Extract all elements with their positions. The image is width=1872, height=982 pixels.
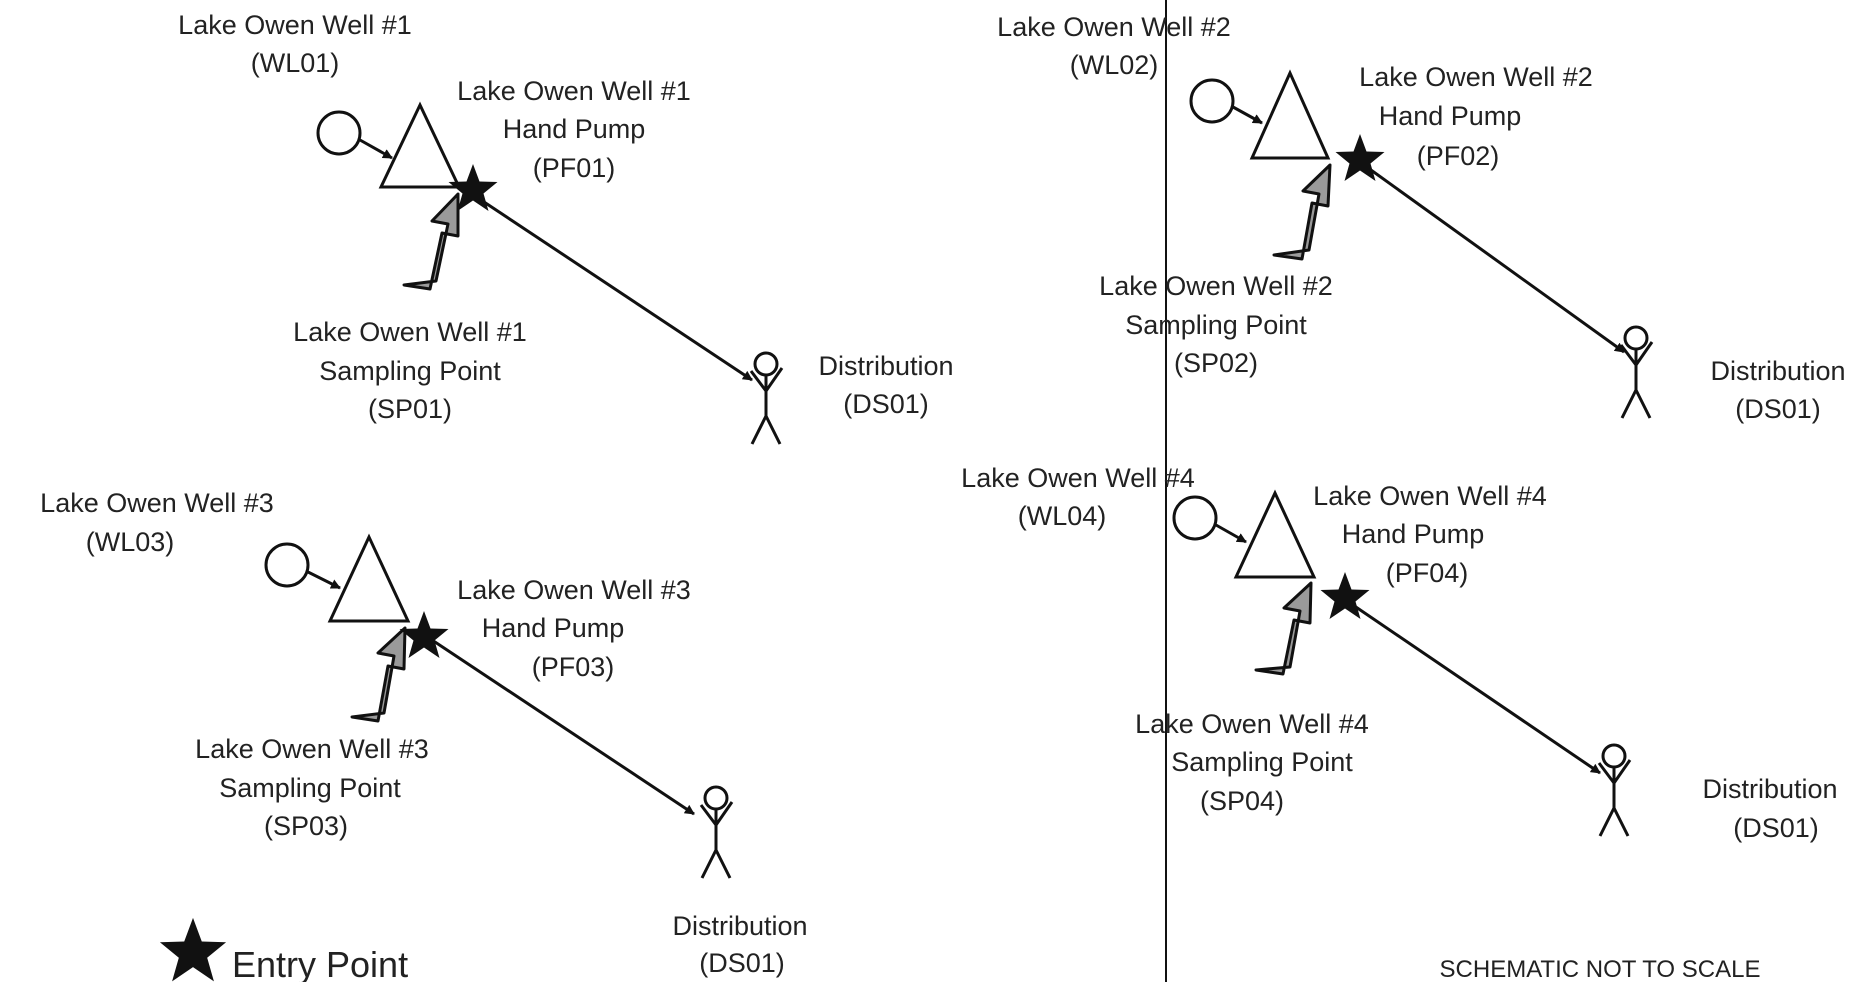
system-well-4: Lake Owen Well #4 (WL04) Lake Owen Well … xyxy=(961,463,1837,843)
well-to-pump-arrow xyxy=(307,570,341,590)
sampling-arrow-icon xyxy=(1254,581,1313,676)
system-well-1: Lake Owen Well #1 (WL01) Lake Owen Well … xyxy=(178,10,954,446)
triangle-pump-icon xyxy=(1249,69,1331,160)
legend: Entry Point xyxy=(159,917,408,982)
distribution-4-label: Distribution xyxy=(1702,774,1837,804)
pump-3-type: Hand Pump xyxy=(482,613,625,643)
triangle-pump-icon xyxy=(327,533,411,623)
legend-label: Entry Point xyxy=(232,944,408,982)
distribution-4-id: (DS01) xyxy=(1733,813,1819,843)
circle-well-icon xyxy=(264,542,310,588)
pump-4-type: Hand Pump xyxy=(1342,519,1485,549)
well-1-id: (WL01) xyxy=(251,48,340,78)
star-icon xyxy=(159,917,227,982)
well-3-label: Lake Owen Well #3 xyxy=(40,488,274,518)
pump-2-label: Lake Owen Well #2 xyxy=(1359,62,1593,92)
stick-figure-icon xyxy=(1619,325,1654,420)
well-4-label: Lake Owen Well #4 xyxy=(961,463,1195,493)
circle-well-icon xyxy=(1189,78,1235,124)
circle-well-icon xyxy=(316,110,362,156)
well-4-id: (WL04) xyxy=(1018,501,1107,531)
scale-note: SCHEMATIC NOT TO SCALE xyxy=(1440,956,1761,982)
triangle-pump-icon xyxy=(378,101,462,189)
stick-figure-icon xyxy=(749,351,784,446)
sampling-3-id: (SP03) xyxy=(264,811,348,841)
distribution-2-label: Distribution xyxy=(1710,356,1845,386)
pump-to-distribution-arrow xyxy=(1349,601,1601,775)
sampling-2-type: Sampling Point xyxy=(1125,310,1307,340)
sampling-1-label: Lake Owen Well #1 xyxy=(293,317,527,347)
distribution-2-id: (DS01) xyxy=(1735,394,1821,424)
pump-2-type: Hand Pump xyxy=(1379,101,1522,131)
system-well-2: Lake Owen Well #2 (WL02) Lake Owen Well … xyxy=(997,12,1845,424)
pump-4-label: Lake Owen Well #4 xyxy=(1313,481,1547,511)
distribution-1-id: (DS01) xyxy=(843,389,929,419)
well-to-pump-arrow xyxy=(359,138,393,160)
sampling-3-type: Sampling Point xyxy=(219,773,401,803)
sampling-4-label: Lake Owen Well #4 xyxy=(1135,709,1369,739)
circle-well-icon xyxy=(1172,495,1218,541)
pump-1-id: (PF01) xyxy=(533,153,616,183)
sampling-3-label: Lake Owen Well #3 xyxy=(195,734,429,764)
pump-to-distribution-arrow xyxy=(1363,163,1625,354)
stick-figure-icon xyxy=(699,785,734,880)
distribution-3-label: Distribution xyxy=(672,911,807,941)
sampling-1-id: (SP01) xyxy=(368,394,452,424)
pump-1-type: Hand Pump xyxy=(503,114,646,144)
pump-to-distribution-arrow xyxy=(431,638,695,816)
sampling-4-id: (SP04) xyxy=(1200,786,1284,816)
pump-2-id: (PF02) xyxy=(1417,141,1500,171)
sampling-2-label: Lake Owen Well #2 xyxy=(1099,271,1333,301)
stick-figure-icon xyxy=(1597,743,1632,838)
pump-1-label: Lake Owen Well #1 xyxy=(457,76,691,106)
sampling-2-id: (SP02) xyxy=(1174,348,1258,378)
well-to-pump-arrow xyxy=(1215,523,1247,544)
sampling-arrow-icon xyxy=(402,192,460,291)
distribution-3-id: (DS01) xyxy=(699,948,785,978)
well-2-id: (WL02) xyxy=(1070,50,1159,80)
sampling-arrow-icon xyxy=(1272,163,1332,261)
well-to-pump-arrow xyxy=(1232,105,1263,125)
distribution-1-label: Distribution xyxy=(818,351,953,381)
well-1-label: Lake Owen Well #1 xyxy=(178,10,412,40)
sampling-1-type: Sampling Point xyxy=(319,356,501,386)
system-well-3: Lake Owen Well #3 (WL03) Lake Owen Well … xyxy=(40,488,807,978)
well-2-label: Lake Owen Well #2 xyxy=(997,12,1231,42)
pump-4-id: (PF04) xyxy=(1386,558,1469,588)
pump-to-distribution-arrow xyxy=(474,194,753,382)
pump-3-label: Lake Owen Well #3 xyxy=(457,575,691,605)
triangle-pump-icon xyxy=(1233,489,1317,579)
pump-3-id: (PF03) xyxy=(532,652,615,682)
well-3-id: (WL03) xyxy=(86,527,175,557)
sampling-arrow-icon xyxy=(350,626,407,723)
sampling-4-type: Sampling Point xyxy=(1171,747,1353,777)
